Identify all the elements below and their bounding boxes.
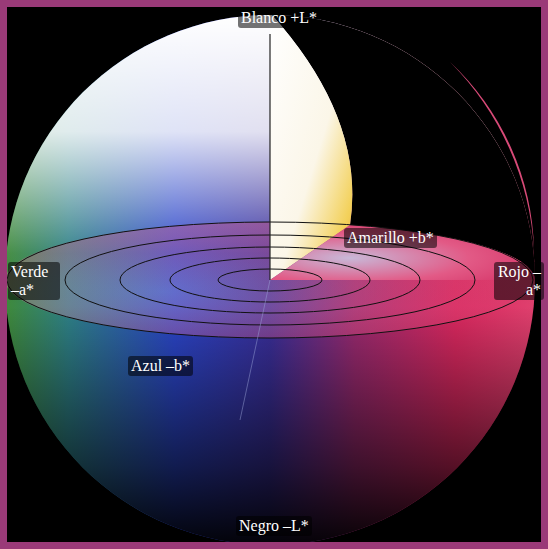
b-axis	[240, 280, 270, 420]
back-crescent	[450, 62, 534, 250]
axis-label: Blanco +L*	[238, 8, 320, 28]
l-axis	[269, 34, 270, 280]
axis-label: Amarillo +b*	[344, 228, 437, 248]
axis-label: Negro –L*	[236, 516, 312, 536]
axis-label: Rojo –a*	[494, 262, 544, 300]
axis-label: Verde –a*	[8, 262, 60, 300]
axis-label: Azul –b*	[128, 356, 193, 376]
